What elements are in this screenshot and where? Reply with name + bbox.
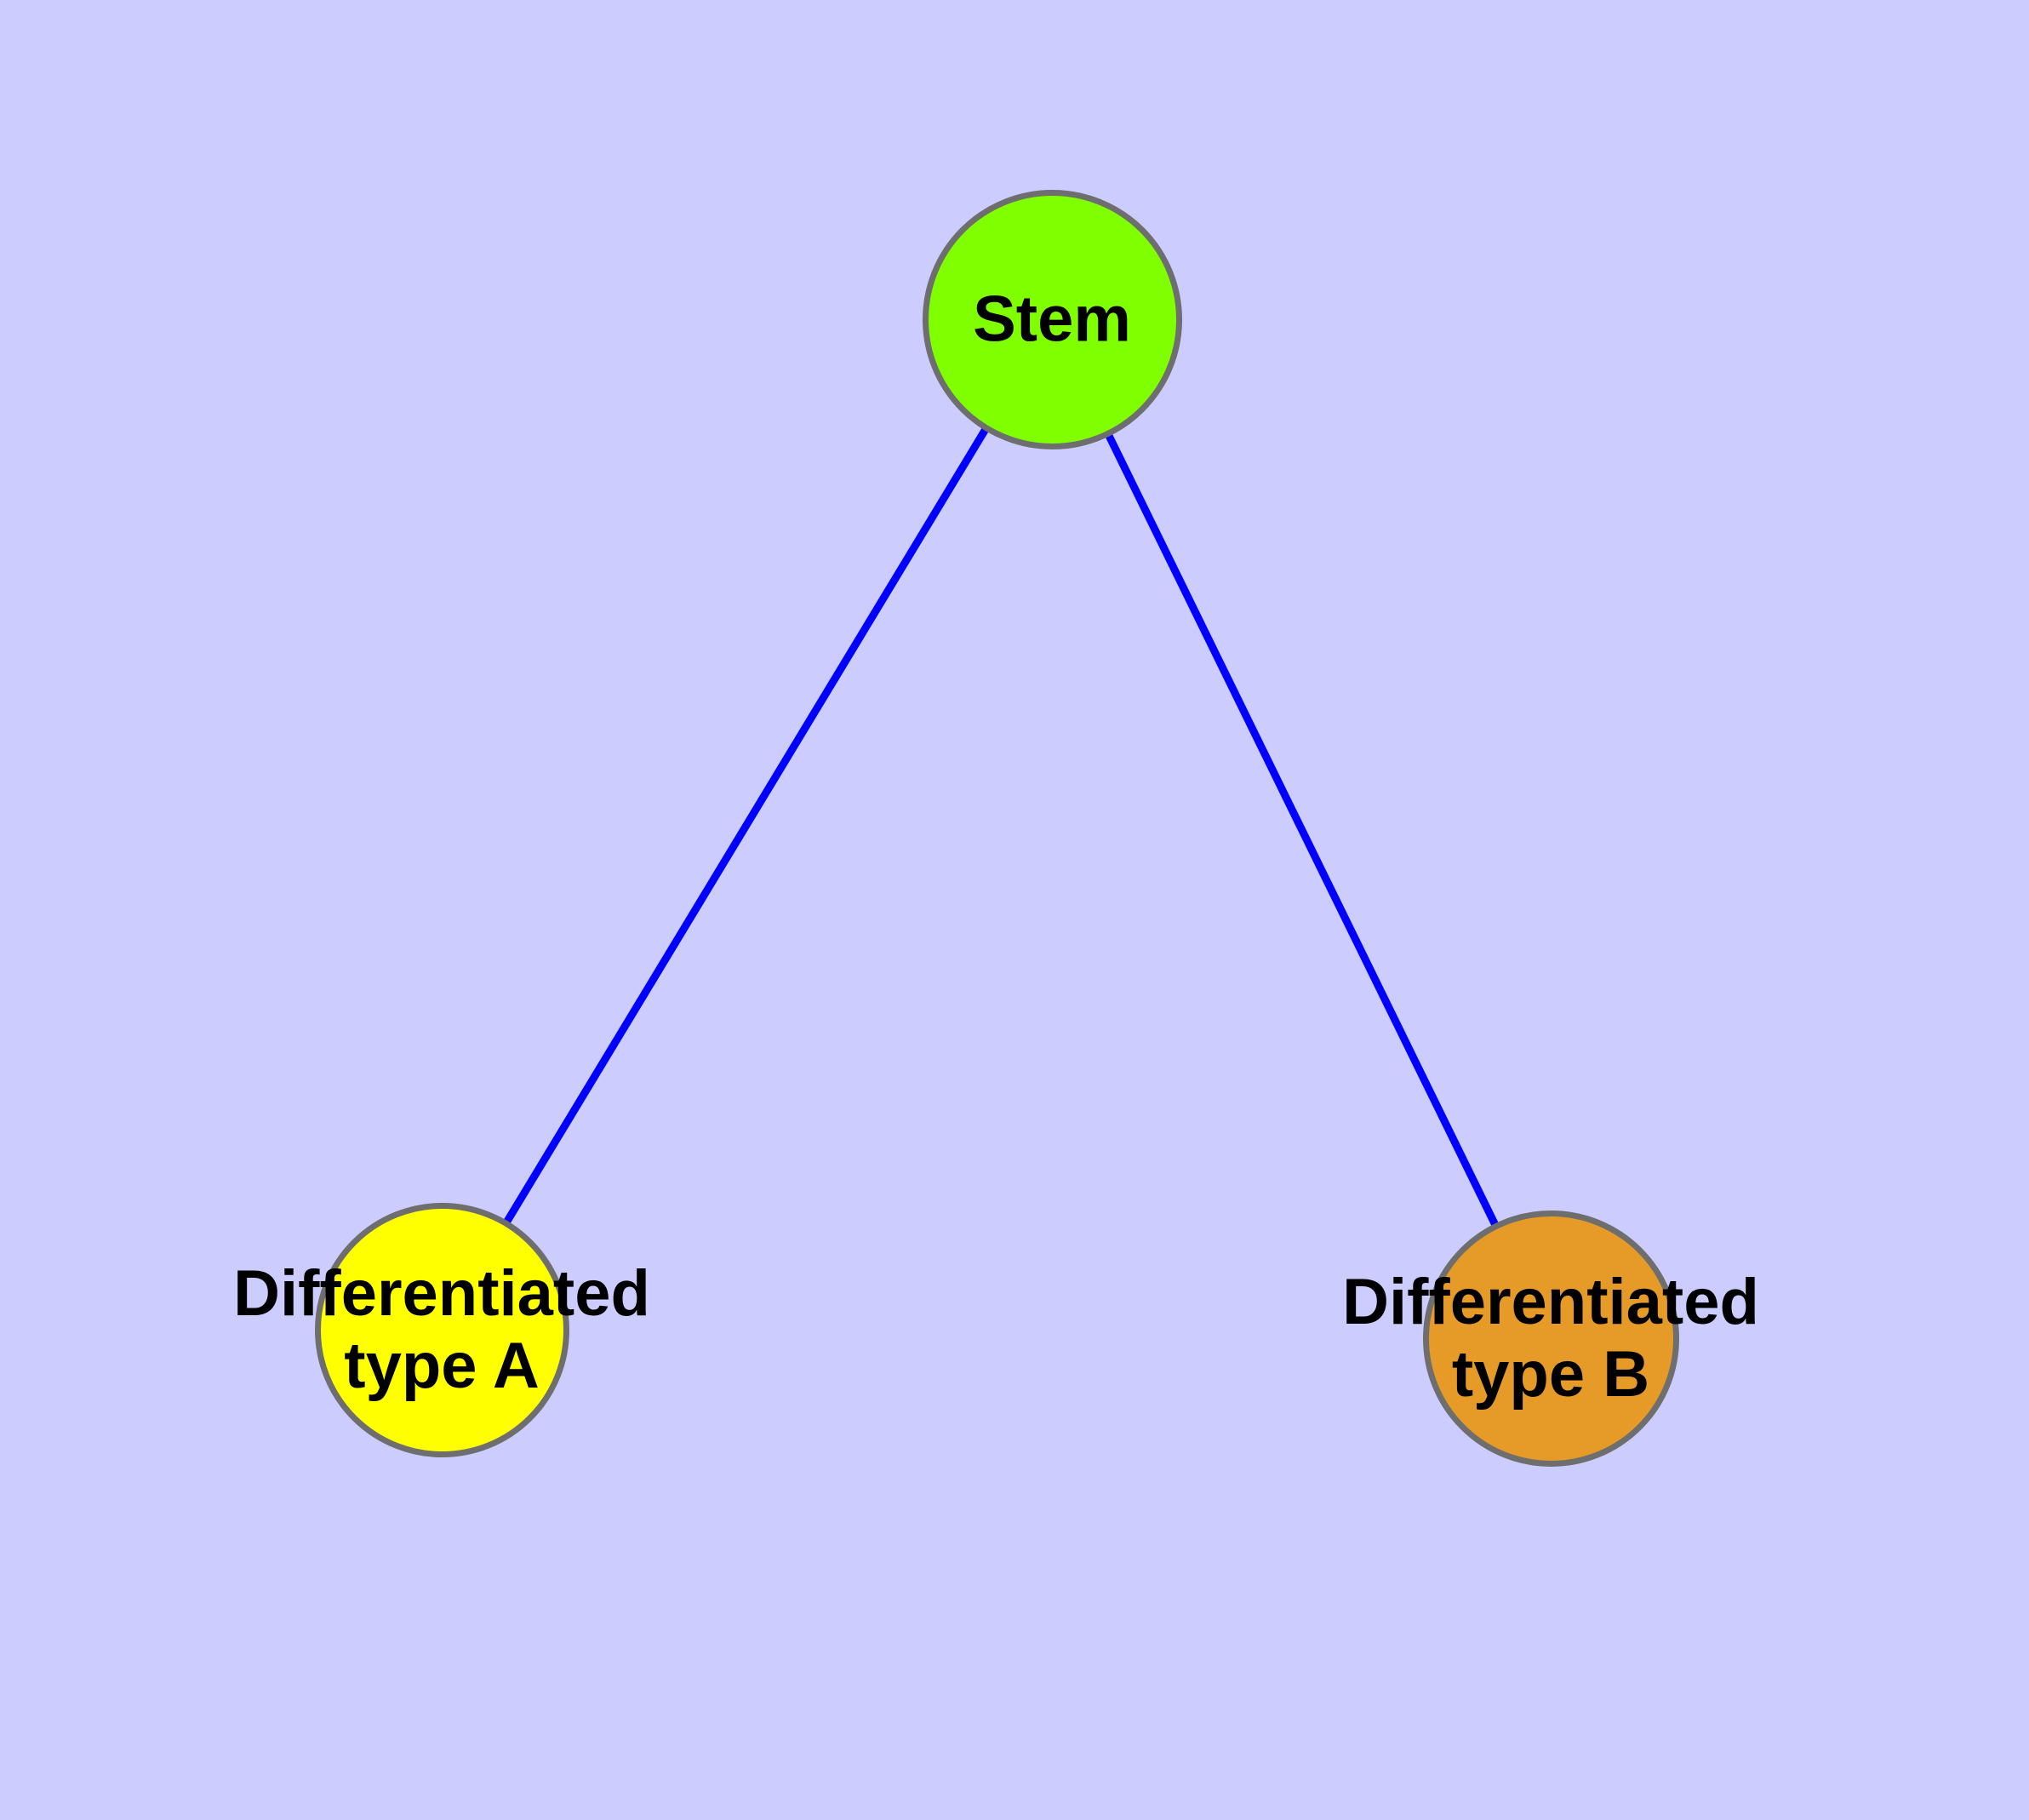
- node-stem-label: Stem: [973, 283, 1131, 355]
- node-stem[interactable]: Stem: [922, 189, 1182, 449]
- label-line: Stem: [973, 283, 1131, 356]
- edge-stem-to-diff-b: [1048, 318, 1555, 1340]
- edge-stem-to-diff-a: [438, 317, 1055, 1332]
